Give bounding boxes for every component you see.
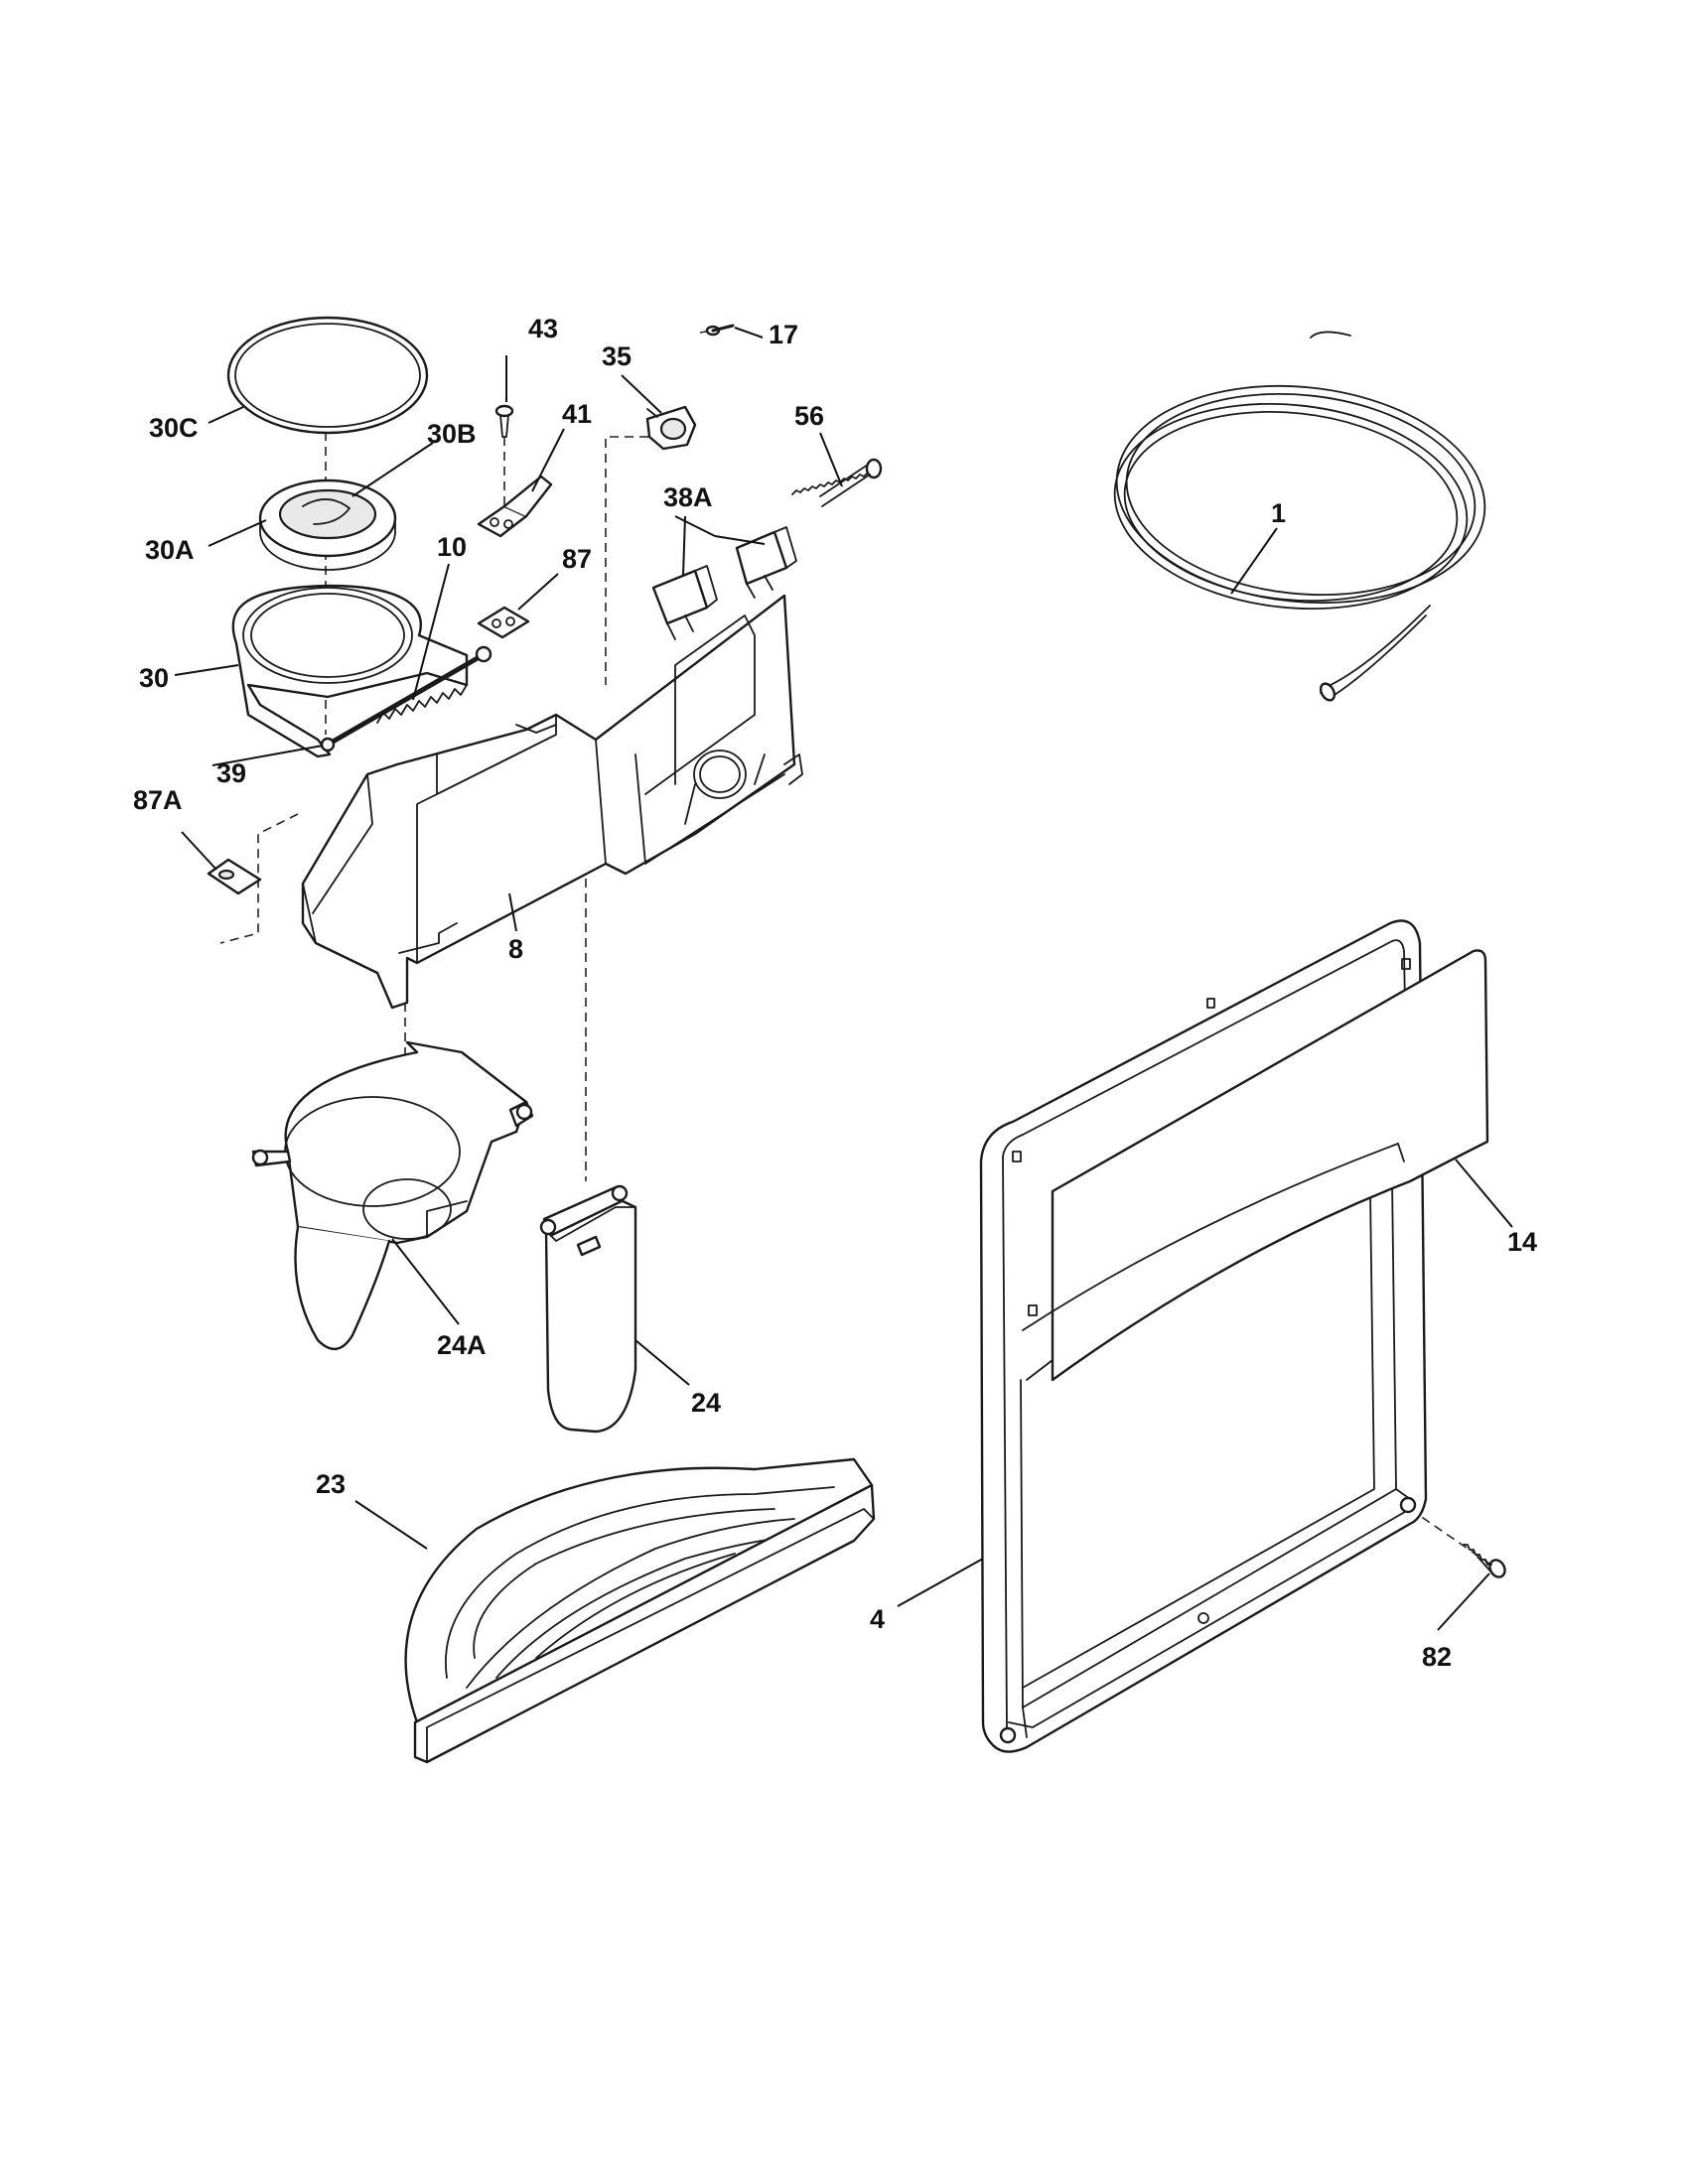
callout-30a: 30A xyxy=(145,535,195,565)
callout-39: 39 xyxy=(216,758,246,788)
part-30-frame xyxy=(231,584,469,758)
callout-35: 35 xyxy=(602,341,632,371)
callout-30b: 30B xyxy=(427,419,477,449)
part-87-gasket xyxy=(477,606,530,639)
part-30c-ring xyxy=(226,316,429,435)
callout-41: 41 xyxy=(562,399,592,429)
part-43-screw xyxy=(494,404,514,438)
part-14-panel xyxy=(1022,949,1489,1382)
part-24a-chute xyxy=(251,1040,534,1350)
callout-8: 8 xyxy=(508,934,523,964)
part-23-tray xyxy=(404,1457,876,1764)
part-82-screw xyxy=(1463,1544,1506,1578)
part-24-flap xyxy=(539,1184,637,1433)
callout-labels: 30C 30B 30A 10 30 39 87A 43 41 87 35 17 … xyxy=(133,314,1537,1672)
part-38a-switch-right xyxy=(735,526,797,599)
callout-10: 10 xyxy=(437,532,467,562)
part-1-tubing xyxy=(1113,331,1486,702)
part-56-screw xyxy=(791,458,883,507)
part-10-spring xyxy=(376,684,468,724)
callout-82: 82 xyxy=(1422,1642,1452,1672)
part-8-housing xyxy=(301,594,803,1010)
callout-1: 1 xyxy=(1271,498,1286,528)
part-41-bracket xyxy=(477,475,553,538)
callout-87: 87 xyxy=(562,544,592,574)
callout-38a: 38A xyxy=(663,482,713,512)
callout-14: 14 xyxy=(1507,1227,1537,1257)
callout-30: 30 xyxy=(139,663,169,693)
part-17-screw xyxy=(705,324,735,337)
callout-30c: 30C xyxy=(149,413,199,443)
part-39-rod xyxy=(320,645,492,752)
callout-87a: 87A xyxy=(133,785,183,815)
callout-4: 4 xyxy=(870,1604,885,1634)
part-87a-gasket xyxy=(207,858,262,895)
callout-56: 56 xyxy=(794,401,824,431)
leader-lines xyxy=(174,327,1513,1631)
part-30a-cover xyxy=(258,478,397,571)
part-38a-switch-left xyxy=(651,565,718,640)
callout-23: 23 xyxy=(316,1469,346,1499)
callout-43: 43 xyxy=(528,314,558,343)
callout-17: 17 xyxy=(769,320,798,349)
callout-24: 24 xyxy=(691,1388,721,1418)
callout-24a: 24A xyxy=(437,1330,487,1360)
part-35-actuator xyxy=(645,405,697,451)
